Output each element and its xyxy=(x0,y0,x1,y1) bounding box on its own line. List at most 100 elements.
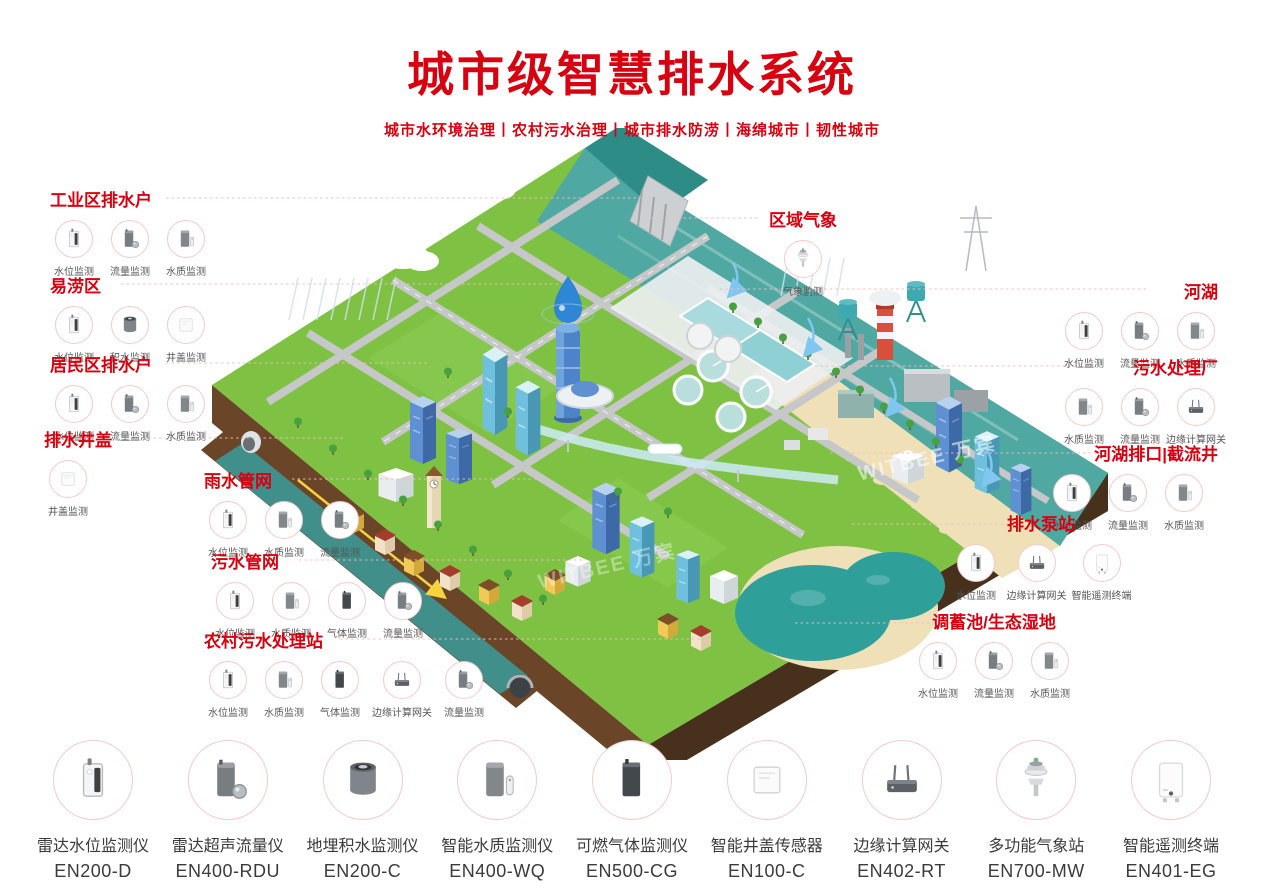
sensor-caption: 水质监测 xyxy=(264,548,304,559)
sensor-caption: 水位监测 xyxy=(1064,359,1104,370)
sensor-item: 流量监测 xyxy=(379,582,427,640)
sensor-icon-circle xyxy=(1177,312,1215,350)
sensor-item: 水位监测 xyxy=(204,501,252,559)
group-drainage-manhole-cover: 排水井盖 井盖监测 xyxy=(44,426,112,518)
group-sewage-pipe-network: 污水管网 水位监测 水质监测 气体监测 流量监测 xyxy=(211,548,427,640)
gas-monitor-icon xyxy=(622,759,641,797)
water-quality-icon xyxy=(1078,398,1093,416)
group-label: 排水井盖 xyxy=(44,431,112,450)
group-rivers-lakes: 河湖 水位监测 流量监测 水质监测 xyxy=(1060,278,1218,370)
sensor-icon-circle xyxy=(1082,544,1121,582)
sensor-item: 水质监测 xyxy=(260,501,308,559)
sensor-icon-circle xyxy=(111,385,149,423)
sensor-item: 水位监测 xyxy=(914,642,962,700)
flow-monitor-icon xyxy=(988,650,1004,671)
product-card: 雷达水位监测仪 EN200-D xyxy=(26,740,160,882)
product-model: EN100-C xyxy=(727,861,806,881)
sensor-item: 水质监测 xyxy=(162,220,210,278)
sensor-caption: 边缘计算网关 xyxy=(1166,435,1226,446)
product-name: 雷达超声流量仪 xyxy=(171,838,284,855)
page-title: 城市级智慧排水系统 xyxy=(407,48,857,101)
product-model: EN200-C xyxy=(323,861,402,881)
water-level-icon xyxy=(1079,320,1089,340)
flow-monitor-icon xyxy=(397,590,413,611)
sensor-icon-circle xyxy=(111,306,149,344)
water-quality-icon xyxy=(1190,322,1205,340)
sensor-item: 流量监测 xyxy=(106,220,154,278)
product-icon-circle xyxy=(592,740,672,820)
sensor-icon-circle xyxy=(167,306,205,344)
sensor-item: 水位监测 xyxy=(1048,474,1096,532)
manhole-cover-icon xyxy=(179,318,193,332)
sensor-icon-circle xyxy=(55,385,93,423)
sensor-caption: 流量监测 xyxy=(444,708,484,719)
sensor-icon-circle xyxy=(975,642,1013,680)
sensor-caption: 流量监测 xyxy=(110,267,150,278)
sensor-item: 流量监测 xyxy=(1104,474,1152,532)
product-name: 智能井盖传感器 xyxy=(710,838,823,855)
water-quality-icon xyxy=(278,671,293,689)
sensor-item: 水位监测 xyxy=(1060,312,1108,370)
sensor-icon-circle xyxy=(1121,312,1159,350)
product-model: EN402-RT xyxy=(857,861,946,881)
product-name: 雷达水位监测仪 xyxy=(36,838,149,855)
edge-gateway-icon xyxy=(1028,555,1045,570)
sensor-icon-circle xyxy=(272,582,310,620)
header: 城市级智慧排水系统 城市水环境治理丨农村污水治理丨城市排水防涝丨海绵城市丨韧性城… xyxy=(0,36,1264,140)
water-level-icon xyxy=(223,669,233,689)
sensor-caption: 水质监测 xyxy=(271,629,311,640)
sensor-item: 流量监测 xyxy=(1116,312,1164,370)
sensor-item: 积水监测 xyxy=(106,306,154,364)
sensor-item: 水位监测 xyxy=(50,306,98,364)
group-label: 河湖排口|截流井 xyxy=(1094,445,1218,464)
product-card: 多功能气象站 EN700-MW xyxy=(969,740,1103,882)
group-label: 工业区排水户 xyxy=(50,191,152,210)
sensor-caption: 气体监测 xyxy=(327,629,367,640)
edge-gateway-icon xyxy=(1188,399,1204,414)
sensor-icon-circle xyxy=(55,306,93,344)
sensor-icon-circle xyxy=(328,582,366,620)
water-level-icon xyxy=(69,314,79,334)
sensor-icon-circle xyxy=(1017,544,1056,582)
sensor-caption: 流量监测 xyxy=(1120,435,1160,446)
flow-monitor-icon xyxy=(1134,396,1150,417)
product-icon-circle xyxy=(457,740,538,820)
sensor-icon-circle xyxy=(216,582,254,620)
flow-arrows xyxy=(726,262,1002,488)
product-card: 雷达超声流量仪 EN400-RDU xyxy=(161,740,295,882)
sensor-caption: 水位监测 xyxy=(54,353,94,364)
group-residential-dischargers: 居民区排水户 水位监测 流量监测 水质监测 xyxy=(50,351,210,443)
product-model: EN200-D xyxy=(54,861,132,881)
sensor-item: 水质监测 xyxy=(267,582,315,640)
group-label: 易涝区 xyxy=(50,277,101,296)
water-level-icon xyxy=(69,393,79,413)
sensor-item: 流量监测 xyxy=(970,642,1018,700)
sensor-item: 水质监测 xyxy=(1060,388,1108,446)
sensor-item: 水位监测 xyxy=(204,661,252,719)
sensor-caption: 水质监测 xyxy=(1030,689,1070,700)
buildings xyxy=(343,276,1033,651)
sensor-caption: 流量监测 xyxy=(383,629,423,640)
group-label: 调蓄池/生态湿地 xyxy=(932,613,1056,632)
water-level-icon xyxy=(971,552,981,572)
sensor-icon-circle xyxy=(1177,388,1215,426)
water-level-icon xyxy=(82,757,104,797)
product-name: 地埋积水监测仪 xyxy=(306,838,419,855)
sensor-item: 井盖监测 xyxy=(44,460,92,518)
sensor-caption: 水质监测 xyxy=(166,267,206,278)
sensor-item: 水质监测 xyxy=(1160,474,1208,532)
product-icon-circle xyxy=(996,740,1077,820)
sensor-icon-circle xyxy=(167,220,205,258)
power-plant xyxy=(838,205,992,418)
telemetry-terminal-icon xyxy=(1095,554,1108,575)
product-name: 边缘计算网关 xyxy=(853,838,950,855)
water-level-icon xyxy=(1067,482,1077,502)
sensor-icon-circle xyxy=(265,661,303,699)
flow-monitor-icon xyxy=(334,509,350,530)
sensor-item: 气象监测 xyxy=(779,240,827,298)
dam xyxy=(585,125,708,247)
group-label: 排水泵站 xyxy=(1007,515,1075,534)
flow-monitor-icon xyxy=(1122,482,1138,503)
sensor-caption: 边缘计算网关 xyxy=(372,708,432,719)
